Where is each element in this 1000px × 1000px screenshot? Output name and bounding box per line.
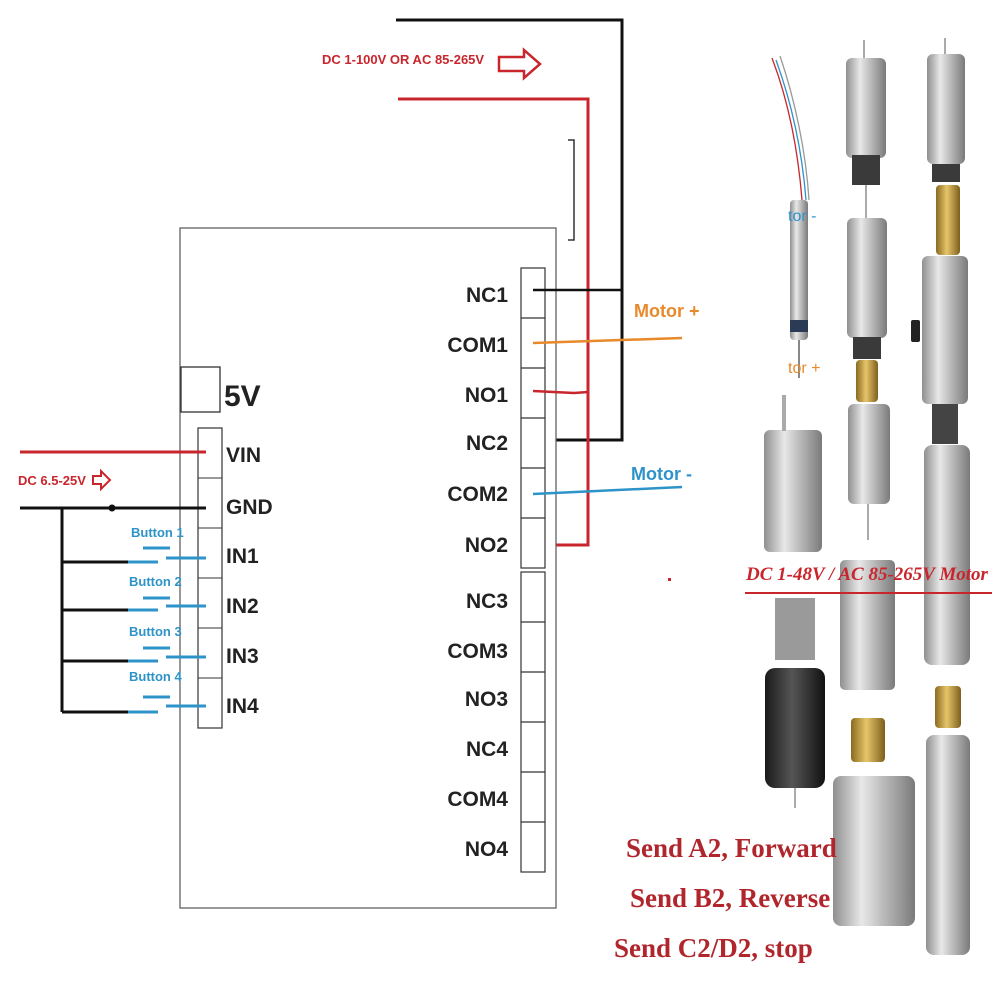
bracket-mark [568, 139, 575, 241]
command-stop: Send C2/D2, stop [614, 933, 813, 963]
push-button-4 [128, 695, 206, 714]
pin-label-nc2: NC2 [466, 432, 508, 455]
pin-label-nc3: NC3 [466, 590, 508, 613]
left-terminal-block [197, 427, 223, 729]
com2-blue-wire [532, 485, 683, 496]
button-1-label: Button 1 [131, 525, 184, 540]
board-power-label: DC 6.5-25V [18, 473, 86, 488]
push-button-3 [128, 646, 206, 663]
no1-red-wire [532, 389, 589, 395]
stray-red-dot [668, 578, 671, 581]
push-button-1 [128, 546, 206, 564]
pin-label-com2: COM2 [447, 483, 508, 506]
pin-label-nc4: NC4 [466, 738, 508, 761]
power-arrow-icon [497, 47, 542, 81]
motor-photo-collage [764, 38, 970, 955]
supply-red-wire [398, 97, 590, 547]
motor-stack-right [922, 38, 970, 955]
motor-lead-wires [771, 55, 810, 201]
motor-minus-label: Motor - [631, 464, 692, 484]
pin-label-no1: NO1 [465, 384, 509, 407]
pin-label-nc1: NC1 [466, 284, 508, 307]
button-wiring [60, 508, 128, 714]
module-voltage-label: 5V [224, 380, 261, 413]
supply-black-wire [396, 18, 624, 442]
small-coreless-motor [790, 200, 808, 340]
com1-orange-wire [532, 336, 683, 345]
board-power-arrow-icon [92, 468, 112, 492]
motor-plus-label: Motor + [634, 301, 700, 321]
voltage-selector-box [180, 366, 221, 413]
motor-stack-center [833, 40, 915, 926]
pin-label-no2: NO2 [465, 534, 508, 557]
pin-label-vin: VIN [226, 444, 261, 467]
photo-motor-minus-label: tor - [788, 208, 816, 225]
pin-label-in2: IN2 [226, 595, 259, 618]
pin-label-in3: IN3 [226, 645, 259, 668]
pin-label-com1: COM1 [447, 334, 508, 357]
button-2-label: Button 2 [129, 574, 182, 589]
right-terminal-block [520, 267, 546, 873]
relay-board [179, 227, 557, 909]
push-button-2 [128, 596, 206, 612]
pin-label-com3: COM3 [447, 640, 508, 663]
motor-spec-caption: DC 1-48V / AC 85-265V Motor [745, 564, 989, 585]
power-input-label: DC 1-100V OR AC 85-265V [322, 52, 484, 67]
pin-label-in4: IN4 [226, 695, 259, 718]
push-buttons [128, 546, 206, 714]
pin-label-no3: NO3 [465, 688, 508, 711]
pin-label-com4: COM4 [447, 788, 508, 811]
command-reverse: Send B2, Reverse [630, 883, 830, 913]
motor-stack-left [764, 395, 825, 808]
command-forward: Send A2, Forward [626, 833, 837, 863]
pin-label-gnd: GND [226, 496, 273, 519]
button-3-label: Button 3 [129, 624, 182, 639]
pin-label-no4: NO4 [465, 838, 509, 861]
gnd-junction-dot [108, 504, 116, 512]
button-4-label: Button 4 [129, 669, 182, 684]
relay-output-wiring [532, 288, 683, 496]
pin-label-in1: IN1 [226, 545, 259, 568]
photo-motor-plus-label: tor + [788, 360, 820, 377]
power-supply-lines [396, 18, 624, 547]
